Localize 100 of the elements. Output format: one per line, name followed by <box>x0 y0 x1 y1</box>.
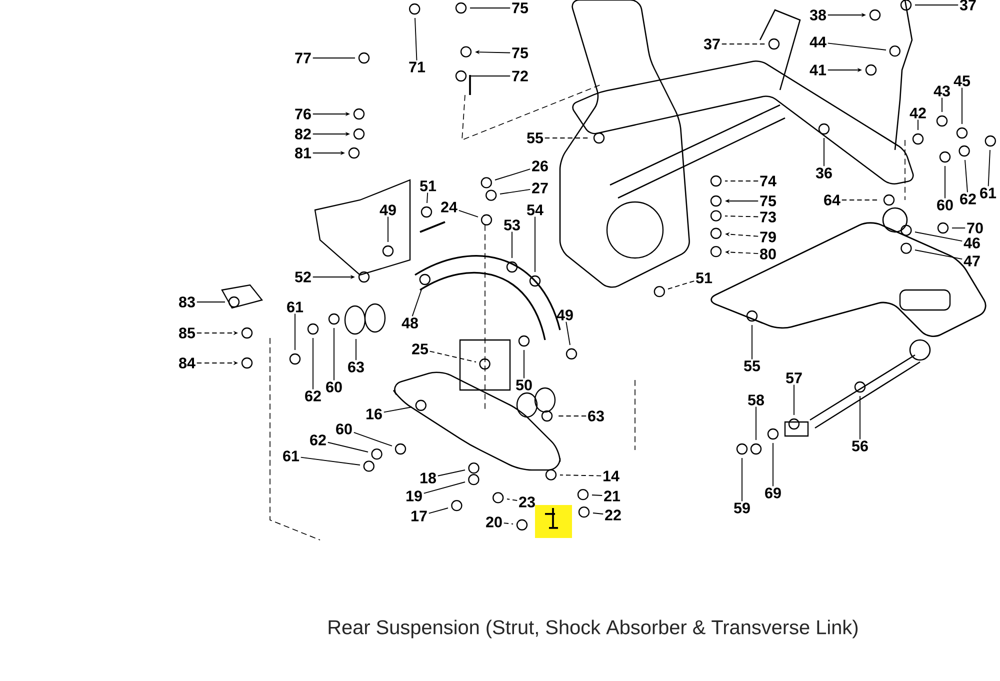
callout-number: 62 <box>960 194 976 204</box>
callout-number: 55 <box>744 360 760 372</box>
callout-number: 81 <box>295 148 312 158</box>
callout-number: 64 <box>824 194 840 206</box>
leader-line <box>429 350 476 362</box>
leader-line <box>426 192 428 204</box>
callout-number: 42 <box>910 108 926 118</box>
leader-line <box>944 166 946 199</box>
callout-number: 25 <box>412 344 428 354</box>
callout-number: 75 <box>512 2 528 14</box>
callout-number: 72 <box>512 70 528 82</box>
callout-number: 49 <box>556 310 573 320</box>
leader-line <box>827 42 886 50</box>
leader-line <box>534 216 536 272</box>
callout-number: 80 <box>760 248 776 260</box>
callout-number: 20 <box>486 516 502 528</box>
leader-line <box>428 508 448 514</box>
callout-number: 71 <box>409 62 426 72</box>
callout-number: 70 <box>967 222 983 234</box>
callout-number: 21 <box>604 490 620 502</box>
callout-number: 75 <box>512 48 528 58</box>
leader-line <box>914 250 963 260</box>
callout-number: 53 <box>504 220 520 230</box>
callout-number: 24 <box>441 202 458 212</box>
callout-number: 56 <box>852 440 868 452</box>
callout-number: 63 <box>588 410 604 422</box>
leader-line <box>353 432 392 446</box>
callout-number: 17 <box>412 510 427 522</box>
callout-number: 51 <box>420 180 436 192</box>
callout-number: 60 <box>336 424 352 434</box>
callout-number: 74 <box>760 176 776 186</box>
callout-number: 62 <box>305 390 321 402</box>
callout-number: 57 <box>786 372 802 384</box>
callout-number: 82 <box>295 128 311 140</box>
callout-number: 27 <box>532 182 548 194</box>
leader-line <box>494 168 531 180</box>
leader-line <box>668 280 695 290</box>
leader-line <box>423 482 466 494</box>
callout-number: 61 <box>283 450 300 462</box>
callout-number: 59 <box>734 502 750 514</box>
leader-line <box>964 160 968 193</box>
callout-number: 84 <box>179 358 196 368</box>
leader-line <box>724 180 759 182</box>
callout-number: 58 <box>748 394 764 406</box>
leader-line <box>383 406 412 413</box>
callout-number: 44 <box>810 36 826 48</box>
leader-line <box>592 512 604 514</box>
callout-number: 41 <box>810 64 826 76</box>
callout-number: 85 <box>179 328 196 338</box>
leader-line <box>437 470 466 476</box>
leader-line <box>914 232 963 242</box>
callout-number: 48 <box>402 318 418 328</box>
callout-number: 19 <box>406 490 422 502</box>
leader-line <box>566 321 570 346</box>
callout-number: 83 <box>179 296 195 308</box>
callout-number: 54 <box>527 204 544 216</box>
callout-number: 76 <box>295 108 311 120</box>
leader-line <box>503 522 514 524</box>
callout-number: 14 <box>604 470 620 482</box>
callout-number: 79 <box>760 232 776 242</box>
callout-number: 75 <box>760 196 776 206</box>
callout-number: 60 <box>937 200 953 210</box>
leader-line <box>414 18 418 61</box>
leader-line <box>294 313 296 350</box>
callout-number: 61 <box>980 188 996 198</box>
leader-line <box>506 498 518 501</box>
callout-number: 22 <box>605 510 621 520</box>
callout-number: 37 <box>704 38 720 50</box>
callout-number: 50 <box>516 380 532 390</box>
callout-number: 49 <box>380 204 396 216</box>
callout-number: 43 <box>934 86 950 96</box>
callout-number: 37 <box>960 0 976 10</box>
callout-number: 77 <box>295 52 311 64</box>
leader-line <box>327 442 368 452</box>
leader-line <box>988 150 990 187</box>
callout-number: 36 <box>816 168 832 178</box>
callout-number: 62 <box>310 434 326 446</box>
callout-number: 26 <box>532 160 548 172</box>
callout-number: 55 <box>527 132 544 144</box>
leader-line <box>412 288 422 317</box>
callout-number: 18 <box>420 472 436 484</box>
leader-line <box>592 494 603 496</box>
callout-number: 23 <box>519 496 535 508</box>
callout-number: 45 <box>954 76 970 86</box>
leader-line <box>458 210 478 218</box>
callout-number: 46 <box>964 238 980 248</box>
callout-number: 51 <box>696 272 712 284</box>
callout-number: 60 <box>326 382 342 392</box>
callout-number: 52 <box>295 272 311 282</box>
callout-number: 38 <box>810 10 826 20</box>
leader-line <box>300 456 360 466</box>
callout-number: 69 <box>765 488 781 498</box>
leader-line <box>772 442 774 487</box>
callout-number: 63 <box>348 362 364 372</box>
callout-number: 47 <box>964 256 980 266</box>
leader-line <box>724 216 759 218</box>
caption: Rear Suspension (Strut, Shock Absorber & Transverse Link) <box>328 620 858 638</box>
leader-line <box>560 474 602 476</box>
callout-number: 73 <box>760 212 776 222</box>
leader-line <box>500 189 531 194</box>
